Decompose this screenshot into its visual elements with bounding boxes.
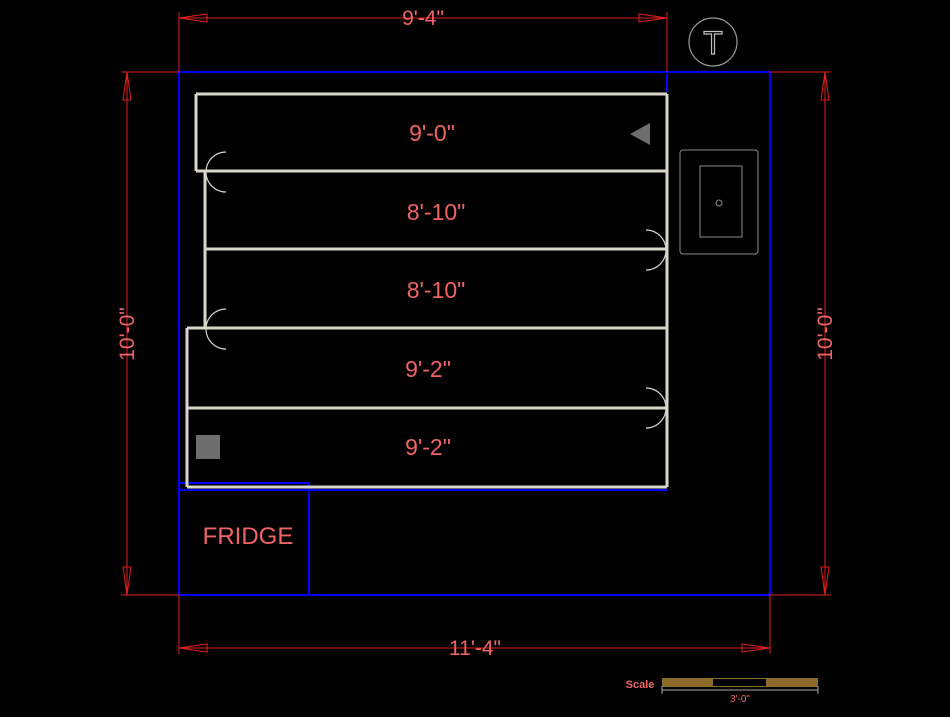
scale-bar: Scale 3'-0" — [626, 678, 819, 705]
left-height-label: 10'-0" — [116, 307, 139, 361]
arrow-left-bottom — [122, 566, 132, 596]
scale-length-label: 3'-0" — [730, 694, 750, 705]
room-outline — [178, 71, 771, 596]
shelf-label-3: 8'-10" — [407, 277, 466, 303]
fridge-label: FRIDGE — [203, 523, 294, 550]
t-marker-letter: T — [703, 25, 723, 61]
shelf-area-boundary — [178, 486, 667, 491]
dimension-labels: 9'-4" 11'-4" 10'-0" 10'-0" — [116, 7, 837, 660]
t-marker: T — [688, 17, 738, 67]
t-marker-circle — [688, 17, 738, 67]
fridge-boundary — [179, 482, 310, 595]
bottom-width-label: 11'-4" — [449, 637, 501, 660]
arrow-right-bottom — [820, 566, 830, 596]
dimension-arrows — [122, 13, 830, 653]
scale-label: Scale — [626, 679, 655, 691]
shelf-label-4: 9'-2" — [405, 356, 451, 382]
sink-outer — [679, 149, 759, 255]
square-marker-icon — [196, 435, 220, 459]
door-arc-4 — [645, 387, 667, 429]
shelving-lines — [185, 92, 669, 489]
room-boundary — [178, 71, 771, 596]
door-arc-1 — [205, 151, 227, 193]
sink-fixture — [679, 149, 759, 255]
arrow-top-right — [638, 13, 668, 23]
arrow-left-top — [122, 71, 132, 101]
shelf-labels: 9'-0" 8'-10" 8'-10" 9'-2" 9'-2" — [405, 120, 465, 460]
arrow-bottom-left — [178, 643, 208, 653]
right-height-label: 10'-0" — [814, 307, 837, 361]
door-arc-3 — [205, 308, 227, 350]
dimension-lines — [121, 12, 831, 654]
top-width-label: 9'-4" — [402, 7, 444, 30]
arrow-right-top — [820, 71, 830, 101]
door-arcs — [205, 151, 667, 429]
shelf-label-1: 9'-0" — [409, 120, 455, 146]
sink-inner — [699, 165, 743, 238]
arrow-bottom-right — [741, 643, 771, 653]
arrow-top-left — [178, 13, 208, 23]
door-arc-2 — [645, 229, 667, 271]
shelf-label-5: 9'-2" — [405, 434, 451, 460]
sink-drain-icon — [715, 199, 723, 207]
triangle-marker-icon — [630, 123, 650, 145]
scale-bar-gap — [713, 679, 766, 686]
shelf-label-2: 8'-10" — [407, 199, 466, 225]
